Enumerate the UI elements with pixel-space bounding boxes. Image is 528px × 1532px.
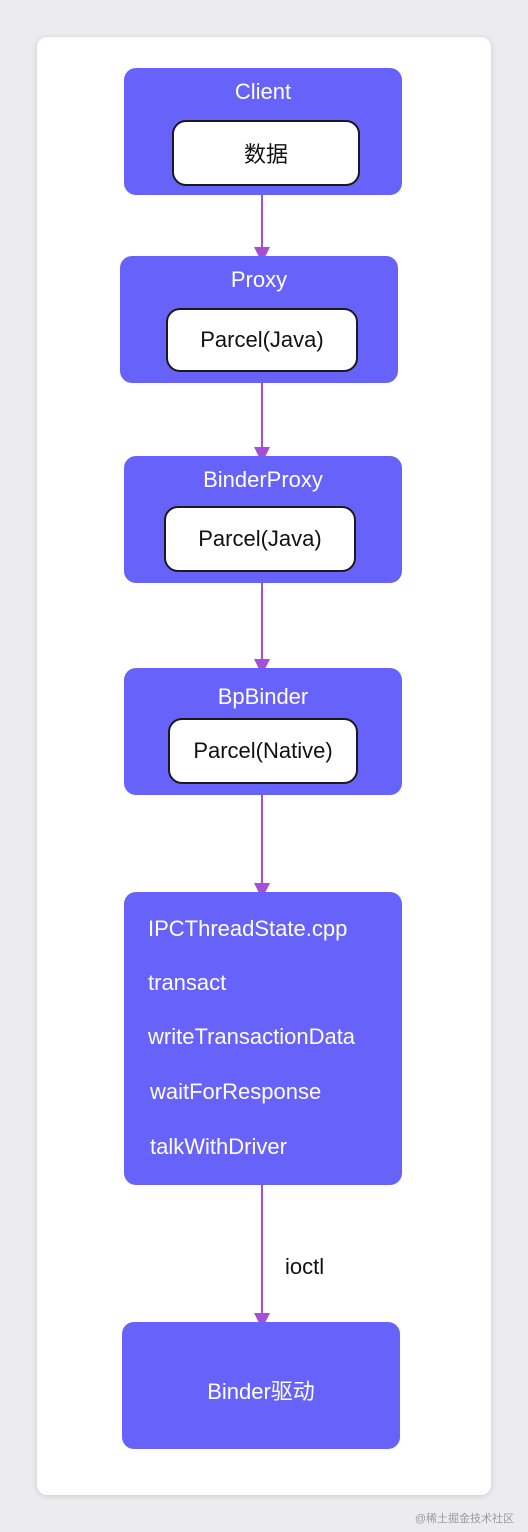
ipc-line-write-transaction-data: writeTransactionData <box>148 1024 356 1049</box>
watermark: @稀土掘金技术社区 <box>414 1513 514 1525</box>
node-proxy: Proxy Parcel(Java) <box>120 256 398 383</box>
ipc-line-transact: transact <box>148 970 227 995</box>
node-binder-proxy-title: BinderProxy <box>203 467 323 492</box>
node-bp-binder: BpBinder Parcel(Native) <box>124 668 402 795</box>
node-ipc-thread-state: IPCThreadState.cpp transact writeTransac… <box>124 892 402 1185</box>
node-client-payload: 数据 <box>172 120 360 186</box>
ipc-line-file: IPCThreadState.cpp <box>148 916 348 941</box>
node-proxy-title: Proxy <box>230 267 288 292</box>
node-binder-driver-title: Binder驱动 <box>207 1379 315 1404</box>
node-client-title: Client <box>234 79 292 104</box>
node-client: Client 数据 <box>124 68 402 195</box>
node-bp-binder-payload: Parcel(Native) <box>168 718 358 784</box>
node-binder-proxy-payload: Parcel(Java) <box>164 506 356 572</box>
ipc-line-wait-for-response: waitForResponse <box>150 1079 322 1104</box>
node-binder-proxy: BinderProxy Parcel(Java) <box>124 456 402 583</box>
edge-label-ioctl: ioctl <box>285 1254 325 1279</box>
node-bp-binder-title: BpBinder <box>217 684 309 709</box>
ipc-line-talk-with-driver: talkWithDriver <box>150 1134 287 1159</box>
node-binder-driver: Binder驱动 <box>122 1322 400 1449</box>
node-proxy-payload: Parcel(Java) <box>166 308 358 372</box>
